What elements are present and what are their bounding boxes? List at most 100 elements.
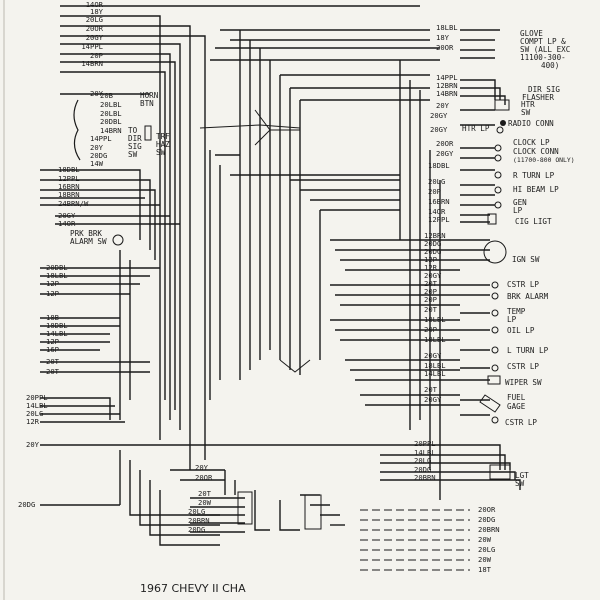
wire-label: 20Y	[26, 440, 40, 449]
wire-label: 18DBL	[428, 161, 450, 170]
r-turn-lp-label: R TURN LP	[513, 171, 555, 180]
htr-lp-label: HTR LP	[462, 124, 490, 133]
wire-label: 12PPL	[58, 174, 80, 183]
wire-label: 20OR	[436, 43, 454, 52]
wire-label: 20Y	[436, 101, 450, 110]
wire-label: 20GY	[430, 125, 448, 134]
wire-label: 14LBL	[26, 401, 48, 410]
hi-beam-lp-icon	[494, 186, 502, 194]
wire-label: 20T	[46, 357, 60, 366]
wire-label: 14OR	[58, 219, 76, 228]
wiper-sw-icon	[487, 375, 501, 385]
wire-label: 12R	[424, 263, 438, 272]
oil-lp-icon	[491, 326, 499, 334]
component-symbols	[73, 99, 511, 530]
wire-label: 20T	[46, 367, 60, 376]
center-junction-lines	[199, 109, 400, 400]
wire-label: 20B	[100, 91, 113, 100]
brk-alarm-label: BRK ALARM	[507, 292, 549, 301]
page-footer-title: 1967 CHEVY II CHA	[140, 582, 246, 595]
glove-compt-lp-label: 400)	[541, 61, 559, 70]
wire-label: 14PPL	[81, 42, 103, 51]
wire-label: 12R	[26, 417, 40, 426]
fuel-gage-label: FUEL	[507, 393, 526, 402]
wire-labels: 14OR18Y20LG20OR20GY14PPL20P14BRN20Y20B20…	[18, 0, 575, 595]
dir-sig-flasher-label: DIR SIG	[528, 85, 560, 94]
wire-label: 20T	[424, 279, 438, 288]
wire-label: 14PPL	[436, 73, 458, 82]
wire-label: 18LBL	[424, 335, 446, 344]
wire-label: 16BRN	[58, 182, 80, 191]
wire-label: 20P	[424, 287, 437, 296]
wire-label: 12P	[424, 255, 437, 264]
gen-lp-label: GEN	[513, 198, 527, 207]
wire-label: 20LBL	[100, 109, 122, 118]
bottom-connector-a	[237, 491, 253, 525]
wire-label: 20LG	[188, 507, 205, 516]
cstr-lp-label: CSTR LP	[507, 362, 539, 371]
clock-conn-label: CLOCK CONN	[513, 147, 559, 156]
wire-label: 18DBL	[46, 321, 68, 330]
wire-label: 14OR	[428, 207, 446, 216]
lgt-sw-label: SW	[515, 479, 525, 488]
wire-label: 20DG	[478, 515, 495, 524]
htr-lp-icon	[496, 126, 504, 134]
wire-label: 20OR	[436, 139, 454, 148]
trf-haz-sw-label: SW	[156, 148, 166, 157]
wire-label: 14BRN	[436, 89, 458, 98]
wire-label: 20T	[198, 489, 212, 498]
wire-label: 20Y	[90, 143, 104, 152]
wire-label: 20DG	[424, 239, 441, 248]
left-top-wire-bundle	[60, 5, 440, 470]
glove-compt-lp-label: 11100-300-	[520, 53, 566, 62]
wire-label: 20BRN	[414, 473, 436, 482]
radio-conn-label: RADIO CONN	[508, 119, 554, 128]
wire-label: 18LBL	[424, 361, 446, 370]
to-dir-sig-sw-label: SW	[128, 150, 138, 159]
wire-label: 14OR	[86, 0, 104, 9]
dir-sig-flasher-label: FLASHER	[522, 93, 554, 102]
wire-label: 14BRN	[100, 126, 122, 135]
fuel-gage-icon	[479, 394, 501, 413]
horn-btn-label: BTN	[140, 99, 154, 108]
wire-label: 14W	[90, 159, 104, 168]
ign-sw-icon	[483, 240, 507, 264]
wire-label: 20GY	[58, 211, 76, 220]
wire-label: 20DG	[414, 465, 431, 474]
trf-haz-sw-label: HAZ	[156, 140, 170, 149]
ign-sw-label: IGN SW	[512, 255, 540, 264]
wire-label: 20BRN	[478, 525, 500, 534]
wire-label: 14PPL	[90, 134, 112, 143]
wire-label: 18DBL	[58, 165, 80, 174]
htr-sw-connector	[494, 99, 510, 111]
wire-label: 20W	[198, 498, 212, 507]
prk-brk-alarm-sw-label: ALARM SW	[70, 237, 107, 246]
cstr-lp-icon	[491, 416, 499, 424]
wire-label: 20GY	[436, 149, 454, 158]
wiper-sw-label: WIPER SW	[505, 378, 542, 387]
wire-label: 18Y	[90, 7, 104, 16]
wire-label: 20PPL	[414, 439, 436, 448]
wire-label: 20BRN	[188, 516, 210, 525]
wire-label: 12P	[46, 289, 59, 298]
wire-label: 12P	[46, 337, 59, 346]
wire-label: 20DG	[18, 500, 35, 509]
glove-compt-lp-label: COMPT LP &	[520, 37, 566, 46]
wire-label: 18T	[478, 565, 492, 574]
fuel-gage-label: GAGE	[507, 402, 526, 411]
wire-label: 18LBL	[46, 271, 68, 280]
wire-label: 18BRN	[58, 190, 80, 199]
wire-label: 20LBL	[100, 100, 122, 109]
wire-label: 12P	[46, 279, 59, 288]
cstr-lp-icon	[491, 281, 499, 289]
wire-label: 20DBL	[46, 263, 68, 272]
horn-btn-label: HORN	[140, 91, 159, 100]
oil-lp-label: OIL LP	[507, 326, 535, 335]
left-bottom-wire-bundle	[40, 397, 380, 546]
clock-conn-note: (11700-800 ONLY)	[513, 156, 575, 164]
wire-label: 12PPL	[428, 215, 450, 224]
wire-label: 18Y	[436, 33, 450, 42]
left-middle-wire-bundle	[40, 169, 180, 420]
prk-brk-alarm-sw-label: PRK BRK	[70, 229, 102, 238]
